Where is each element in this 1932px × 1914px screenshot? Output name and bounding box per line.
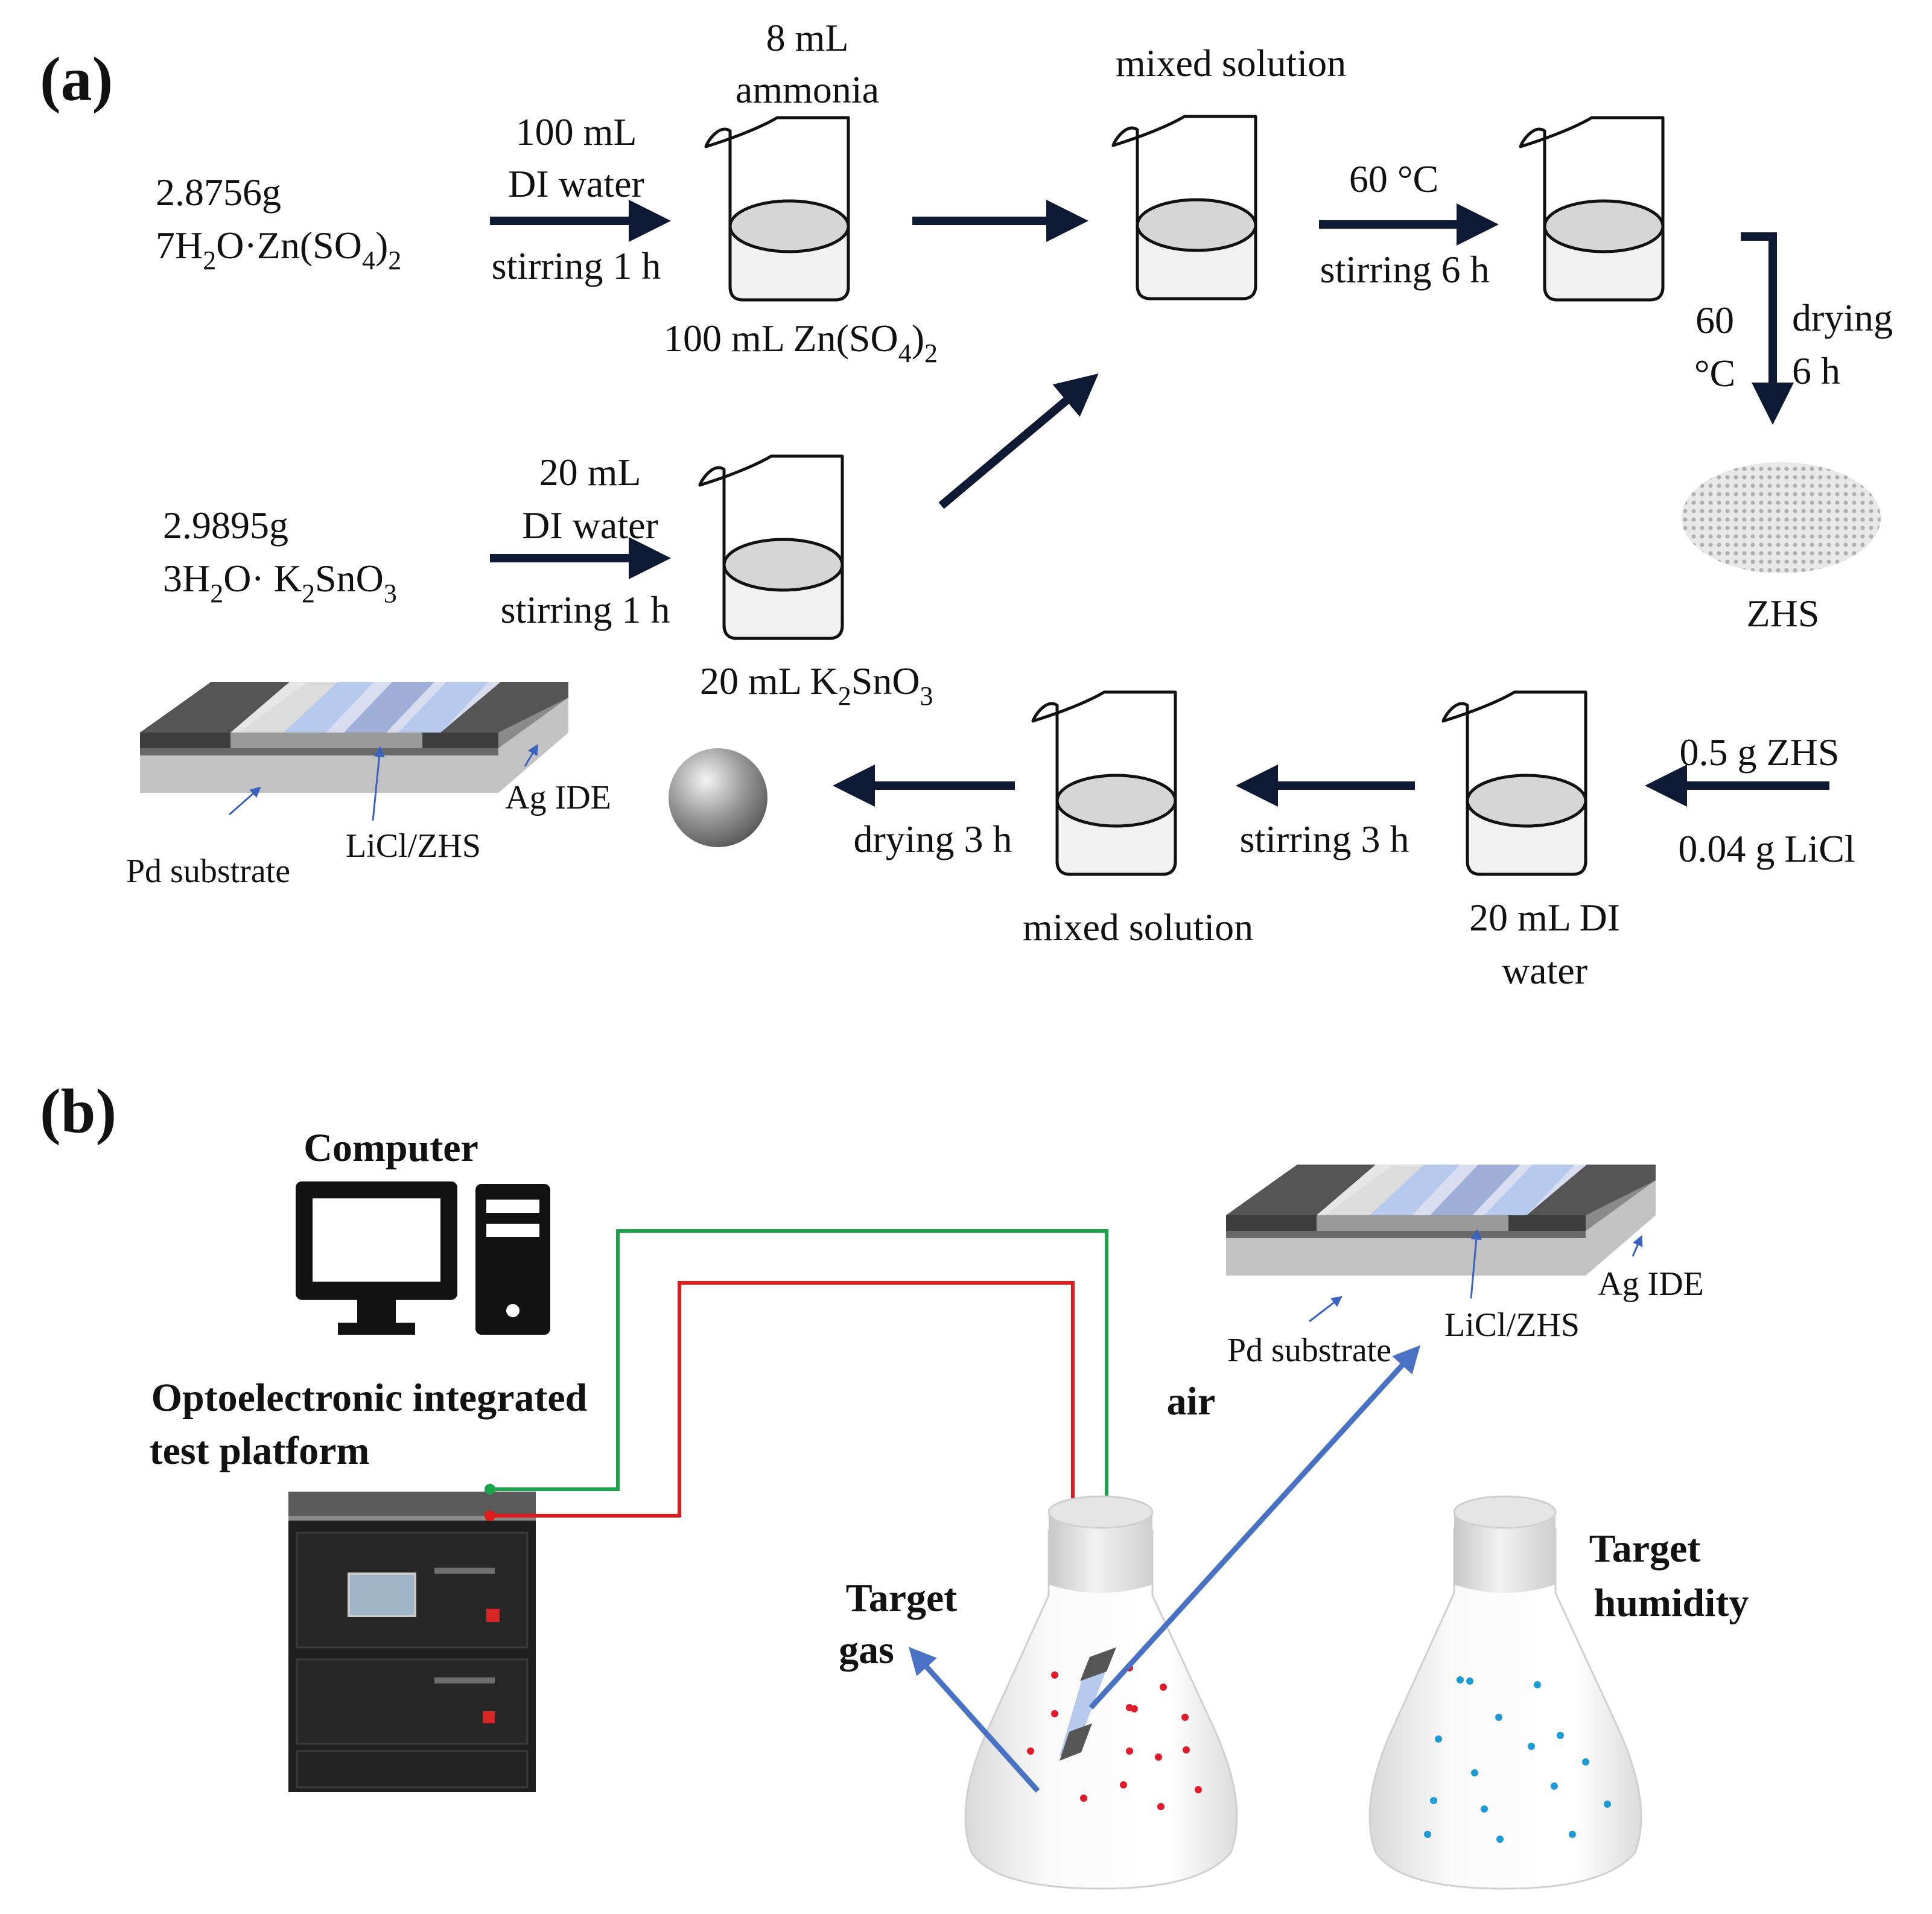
humidity-flask xyxy=(1368,1495,1642,1890)
target-humidity-label-line2: humidity xyxy=(1594,1581,1749,1625)
dry-label: drying xyxy=(1792,296,1893,339)
platform-label-line2: test platform xyxy=(150,1429,370,1473)
zhs-label: ZHS xyxy=(1747,592,1820,635)
air-arrow xyxy=(1088,1345,1421,1710)
dry-3h-label: drying 3 h xyxy=(853,818,1012,860)
sensor-a-ag-label: Ag IDE xyxy=(505,779,611,816)
licl-beaker-icon xyxy=(1443,692,1586,874)
heat-stir-label: stirring 6 h xyxy=(1320,248,1490,291)
zn-solution-label: 100 mL Zn(SO4)2 xyxy=(664,317,938,368)
dry-time-label: 6 h xyxy=(1792,349,1840,392)
red-wire xyxy=(490,1281,1082,1741)
sensor-b-ag-pointer xyxy=(1632,1235,1643,1257)
final-mix-beaker-icon xyxy=(1033,692,1175,874)
di-water-label: water xyxy=(1502,949,1587,992)
k-to-mix-arrow xyxy=(938,373,1099,509)
k-water-label: DI water xyxy=(522,504,658,547)
dry-temp-unit: °C xyxy=(1694,352,1735,395)
k-beaker-icon xyxy=(700,456,842,638)
panel-a-tag: (a) xyxy=(40,45,113,114)
heated-beaker-icon xyxy=(1520,118,1663,300)
sensor-a-ag-pointer xyxy=(524,743,538,767)
sensor-in-flask xyxy=(1060,1647,1116,1761)
sensor-a-pd-label: Pd substrate xyxy=(126,853,290,890)
sensor-a-licl-label: LiCl/ZHS xyxy=(346,827,481,865)
zn-stir-label: stirring 1 h xyxy=(492,244,661,287)
zn-water-volume-label: 100 mL xyxy=(516,110,637,153)
licl-zhs-powder-icon xyxy=(669,748,767,847)
red-wire-terminal xyxy=(485,1510,495,1521)
sensor-a-licl-pointer xyxy=(372,746,385,821)
air-label: air xyxy=(1167,1379,1216,1423)
humidity-molecules xyxy=(1424,1676,1611,1843)
sensor-b-ag-label: Ag IDE xyxy=(1598,1265,1704,1303)
licl-amount-label: 0.04 g LiCl xyxy=(1678,827,1855,870)
sensor-a-pd-pointer xyxy=(229,786,261,816)
ammonia-volume-label: 8 mL xyxy=(766,16,849,59)
green-wire xyxy=(490,1229,1116,1636)
di-water-volume-label: 20 mL DI xyxy=(1469,896,1620,939)
zhs-amount-label: 0.5 g ZHS xyxy=(1680,731,1840,774)
mixed-solution-bottom-label: mixed solution xyxy=(1023,906,1253,949)
gas-flask xyxy=(964,1495,1238,1890)
k-solution-label: 20 mL K2SnO3 xyxy=(700,660,933,711)
gas-molecules xyxy=(1027,1664,1202,1810)
zhs-powder-icon xyxy=(1682,462,1881,573)
k-water-volume-label: 20 mL xyxy=(539,451,641,494)
sensor-b-pd-pointer xyxy=(1309,1296,1343,1323)
mixed-solution-top-label: mixed solution xyxy=(1116,42,1346,84)
computer-icon xyxy=(296,1181,550,1335)
k-formula-label: 3H2O· K2SnO3 xyxy=(163,557,397,608)
sensor-b-device xyxy=(1226,1165,1656,1276)
ammonia-label: ammonia xyxy=(736,68,879,111)
sensor-a-device xyxy=(140,682,568,793)
dry-temp-value: 60 xyxy=(1695,299,1734,342)
sensor-b-licl-pointer xyxy=(1470,1229,1482,1299)
target-gas-arrow xyxy=(908,1647,1040,1793)
computer-label: Computer xyxy=(303,1126,478,1170)
drying-arrow xyxy=(1741,232,1794,425)
zn-water-label: DI water xyxy=(508,162,644,205)
target-gas-label: Target xyxy=(846,1576,958,1620)
green-wire-terminal xyxy=(485,1484,495,1495)
sensor-b-licl-label: LiCl/ZHS xyxy=(1444,1306,1580,1344)
k-mass-label: 2.9895g xyxy=(163,504,288,547)
zn-mass-label: 2.8756g xyxy=(156,171,281,214)
stir-3h-label: stirring 3 h xyxy=(1240,818,1409,860)
zn-formula-label: 7H2O·Zn(SO4)2 xyxy=(156,224,401,275)
panel-b-tag: (b) xyxy=(40,1076,116,1146)
sensor-b-pd-label: Pd substrate xyxy=(1227,1332,1391,1369)
target-humidity-label: Target xyxy=(1589,1527,1701,1571)
target-gas-label-line2: gas xyxy=(839,1628,894,1672)
heat-temp-label: 60 °C xyxy=(1349,157,1438,200)
platform-label: Optoelectronic integrated xyxy=(151,1376,588,1420)
k-stir-label: stirring 1 h xyxy=(501,588,670,631)
zn-beaker-icon xyxy=(706,118,848,300)
mix-beaker-icon xyxy=(1113,116,1256,299)
test-platform-instrument xyxy=(288,1492,536,1792)
